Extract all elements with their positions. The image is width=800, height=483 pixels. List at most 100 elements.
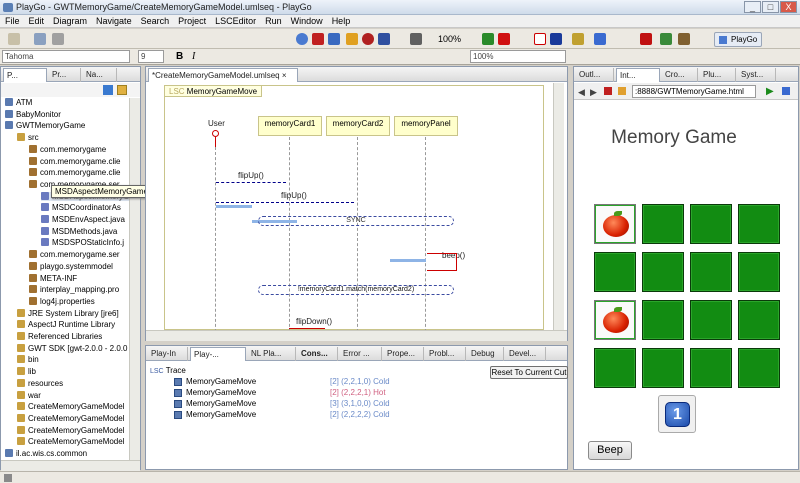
refresh-icon[interactable] [618,87,626,95]
tab-project-explorer[interactable]: Pr... [49,68,81,82]
diagram-canvas[interactable]: LSC MemoryGameMove User memoryCard1 memo… [146,83,553,330]
tree-item[interactable]: war [17,390,41,400]
tree-item[interactable]: bin [17,355,39,364]
globe-icon[interactable] [296,33,308,45]
tree-item[interactable]: src [17,133,39,142]
zoom-value[interactable]: 100% [438,34,462,44]
record-icon[interactable] [362,33,374,45]
editor-hscroll[interactable] [146,330,567,341]
tab-play-out[interactable]: Play-... [190,347,246,361]
tree-item[interactable]: MSDMethods.java [41,226,117,236]
tree-item[interactable]: BabyMonitor [5,109,61,119]
bug-icon[interactable] [640,33,652,45]
font-size-select[interactable]: 9 [138,50,164,63]
tab-play-in[interactable]: Play-In [148,347,188,361]
menu-file[interactable]: File [5,16,20,26]
tab-internal-web[interactable]: Int... [616,68,660,82]
menu-lsceditor[interactable]: LSCEditor [215,16,257,26]
tab-navigator[interactable]: Na... [83,68,117,82]
tree-item[interactable]: JRE System Library [jre6] [17,308,119,318]
tree-item[interactable]: GWTMemoryGame [5,121,85,130]
tree-item[interactable]: playgo.systemmodel [29,261,113,271]
tab-plugins[interactable]: Plu... [700,68,736,82]
beep-button[interactable]: Beep [588,441,632,460]
play-icon[interactable] [482,33,494,45]
tab-problems[interactable]: Probl... [426,347,466,361]
tree-item[interactable]: resources [17,378,63,388]
maximize-button[interactable]: □ [762,1,779,13]
tab-umlseq-editor[interactable]: *CreateMemoryGameModel.umlseq × [148,68,298,82]
card-hidden[interactable] [594,252,636,292]
tab-outline[interactable]: Outl... [576,68,614,82]
menu-run[interactable]: Run [265,16,282,26]
tree-item[interactable]: CreateMemoryGameModel [17,437,124,446]
tree-scrollbar[interactable] [129,98,140,460]
card-hidden[interactable] [690,348,732,388]
message-arrow[interactable] [289,328,325,329]
hot-icon[interactable] [534,33,546,45]
card-hidden[interactable] [594,348,636,388]
lifeline-memorycard2[interactable]: memoryCard2 [326,116,390,136]
tree-item[interactable]: MSDEnvAspect.java [41,215,125,224]
stop-icon[interactable] [312,33,324,45]
tree-item[interactable]: MSDSPOStaticInfo.j [41,238,124,247]
beep-self-arrow[interactable] [427,253,457,271]
menu-project[interactable]: Project [178,16,207,26]
tree-item[interactable]: CreateMemoryGameModel [17,402,124,411]
tree-item[interactable]: MSDCoordinatorAs [41,203,121,212]
tree-hscrollbar[interactable] [1,460,140,471]
forward-icon[interactable] [594,33,606,45]
card-hidden[interactable] [738,300,780,340]
halt-icon[interactable] [498,33,510,45]
tree-item[interactable]: com.memorygame.clie [29,168,120,177]
menu-search[interactable]: Search [140,16,170,26]
forward-nav-icon[interactable]: ▶ [590,87,597,97]
tree-item[interactable]: ATM [5,98,32,107]
tree-item[interactable]: CreateMemoryGameModel [17,425,124,435]
tree-item[interactable]: AspectJ Runtime Library [17,320,115,329]
save-icon[interactable] [34,33,46,45]
tab-nl-play[interactable]: NL Pla... [248,347,296,361]
message-arrow[interactable] [216,182,286,183]
layout-icon[interactable] [410,33,422,45]
card-hidden[interactable] [690,300,732,340]
minimize-button[interactable]: _ [744,1,761,13]
perspective-button[interactable]: PlayGo [714,32,762,47]
message-arrow[interactable] [216,202,354,203]
tree-item[interactable]: com.memorygame [29,144,106,154]
menu-edit[interactable]: Edit [28,16,45,26]
tree-item[interactable]: com.memorygame.clie [29,156,120,166]
card-hidden[interactable] [642,348,684,388]
tab-system[interactable]: Syst... [738,68,776,82]
card-revealed[interactable] [594,204,636,244]
tree-item[interactable]: CreateMemoryGameModel [17,413,124,423]
link-editor-icon[interactable] [117,85,127,95]
debug-icon[interactable] [328,33,340,45]
collapse-all-icon[interactable] [103,85,113,95]
tree-item[interactable]: Referenced Libraries [17,332,102,341]
run-icon[interactable] [346,33,358,45]
export-icon[interactable] [678,33,690,45]
settings-icon[interactable] [572,33,584,45]
tab-debug[interactable]: Debug [468,347,504,361]
back-icon[interactable]: ◀ [578,87,585,97]
tree-item[interactable]: META-INF [29,273,77,283]
step-icon[interactable] [378,33,390,45]
card-hidden[interactable] [738,348,780,388]
reset-cut-button[interactable]: Reset To Current Cut [490,366,568,379]
url-field[interactable]: :8888/GWTMemoryGame.html [632,85,756,98]
plugin-icon[interactable] [660,33,672,45]
new-icon[interactable] [8,33,20,45]
lifeline-memorycard1[interactable]: memoryCard1 [258,116,322,136]
tab-cross[interactable]: Cro... [662,68,698,82]
card-hidden[interactable] [690,204,732,244]
trace-root[interactable]: LSC Trace [150,366,186,375]
tree-item[interactable]: com.memorygame.ser [29,179,120,189]
card-revealed[interactable] [594,300,636,340]
card-hidden[interactable] [642,204,684,244]
tree-item[interactable]: il.ac.wis.cs.common [5,449,87,458]
menu-help[interactable]: Help [331,16,351,26]
menu-window[interactable]: Window [290,16,323,26]
bold-icon[interactable]: B [176,51,184,62]
tree-item[interactable]: com.memorygame.ser [29,250,120,259]
